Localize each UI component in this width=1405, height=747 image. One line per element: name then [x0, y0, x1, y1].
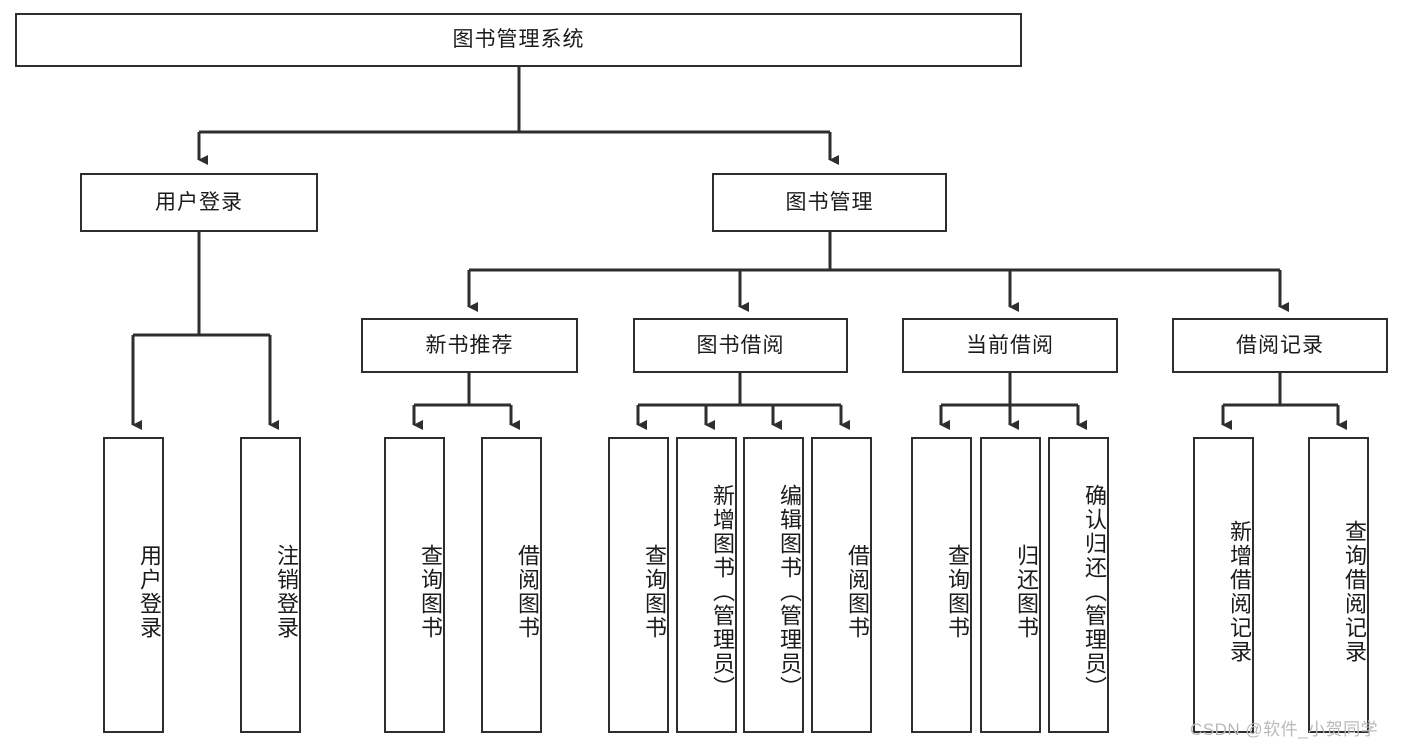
node-label: 图书借阅 — [696, 333, 785, 357]
node-leaf-query-book-borrow[interactable]: 查询图书 — [608, 437, 669, 733]
node-label: 用户登录 — [155, 190, 243, 214]
node-label: 编辑图书（管理员） — [777, 484, 802, 700]
node-leaf-borrow-book-recommend[interactable]: 借阅图书 — [481, 437, 542, 733]
node-root-book-management-system[interactable]: 图书管理系统 — [15, 13, 1022, 67]
node-current-borrow[interactable]: 当前借阅 — [902, 318, 1118, 373]
node-label: 归还图书 — [1014, 544, 1039, 640]
node-book-management[interactable]: 图书管理 — [712, 173, 947, 232]
node-label: 注销登录 — [274, 544, 299, 640]
node-label: 查询借阅记录 — [1342, 520, 1367, 664]
node-label: 新增图书（管理员） — [710, 484, 735, 700]
node-leaf-confirm-return-admin[interactable]: 确认归还（管理员） — [1048, 437, 1109, 733]
node-leaf-query-book-current[interactable]: 查询图书 — [911, 437, 972, 733]
node-label: 新书推荐 — [425, 333, 514, 357]
node-leaf-borrow-book[interactable]: 借阅图书 — [811, 437, 872, 733]
node-label: 查询图书 — [642, 544, 667, 640]
node-leaf-add-book-admin[interactable]: 新增图书（管理员） — [676, 437, 737, 733]
node-label: 图书管理系统 — [452, 28, 585, 52]
node-leaf-query-book-recommend[interactable]: 查询图书 — [384, 437, 445, 733]
node-label: 用户登录 — [137, 544, 162, 640]
csdn-watermark: CSDN @软件_小贺同学 — [1190, 720, 1379, 739]
node-borrow-record[interactable]: 借阅记录 — [1172, 318, 1388, 373]
node-label: 确认归还（管理员） — [1082, 484, 1107, 700]
node-label: 借阅图书 — [845, 544, 870, 640]
node-new-book-recommend[interactable]: 新书推荐 — [361, 318, 578, 373]
node-label: 借阅图书 — [515, 544, 540, 640]
node-leaf-query-borrow-record[interactable]: 查询借阅记录 — [1308, 437, 1369, 733]
node-label: 当前借阅 — [966, 333, 1054, 357]
node-leaf-edit-book-admin[interactable]: 编辑图书（管理员） — [743, 437, 804, 733]
node-user-login[interactable]: 用户登录 — [80, 173, 318, 232]
node-leaf-add-borrow-record[interactable]: 新增借阅记录 — [1193, 437, 1254, 733]
node-leaf-logout[interactable]: 注销登录 — [240, 437, 301, 733]
node-label: 查询图书 — [945, 544, 970, 640]
node-label: 图书管理 — [785, 190, 874, 214]
node-leaf-return-book[interactable]: 归还图书 — [980, 437, 1041, 733]
node-book-borrow[interactable]: 图书借阅 — [633, 318, 848, 373]
node-label: 借阅记录 — [1236, 333, 1324, 357]
node-leaf-user-login[interactable]: 用户登录 — [103, 437, 164, 733]
node-label: 新增借阅记录 — [1227, 520, 1252, 664]
node-label: 查询图书 — [418, 544, 443, 640]
